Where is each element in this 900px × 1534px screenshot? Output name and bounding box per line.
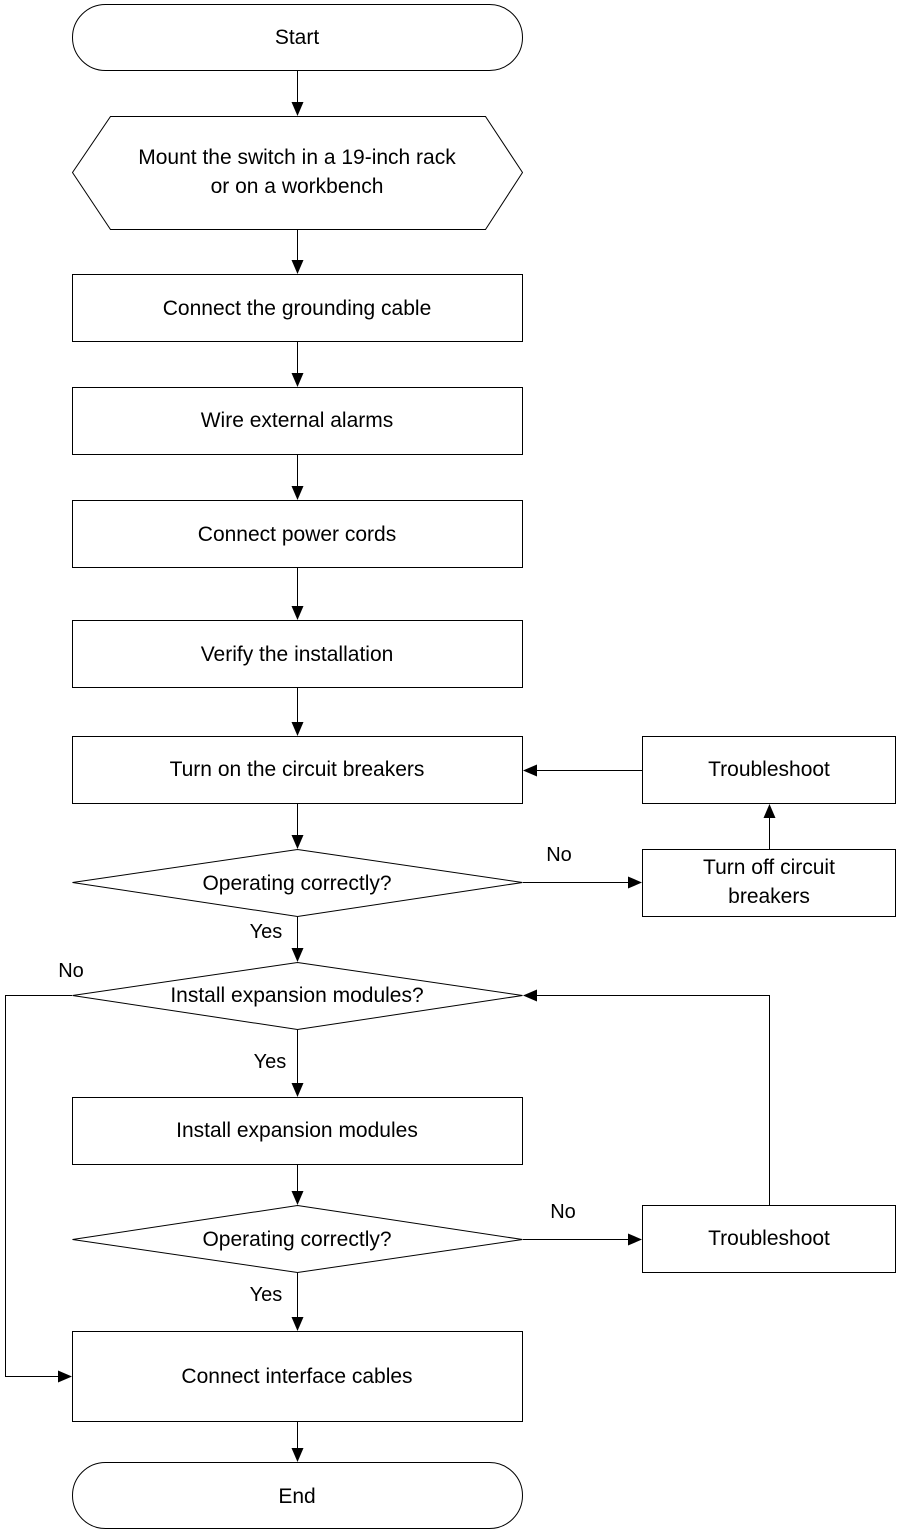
interface-cables-label: Connect interface cables — [181, 1365, 412, 1388]
start-node: Start — [72, 4, 523, 71]
install-q-yes-label: Yes — [254, 1051, 287, 1073]
connector-check2-yes-to-interfaces — [291, 1273, 304, 1331]
connector-troubleshoot1-to-turn-on — [523, 764, 642, 777]
arrowhead-down — [291, 102, 304, 116]
connector-install-q-yes-to-install — [291, 1030, 304, 1097]
arrowhead-down — [291, 606, 304, 620]
wire-alarms-node: Wire external alarms — [72, 387, 523, 455]
install-modules-label: Install expansion modules — [176, 1119, 418, 1142]
end-node: End — [72, 1462, 523, 1529]
troubleshoot-label-2: Troubleshoot — [708, 1227, 830, 1250]
arrowhead-down — [291, 260, 304, 274]
check1-no-label: No — [546, 844, 572, 866]
connector-ground-to-alarms — [291, 342, 304, 387]
wire-alarms-label: Wire external alarms — [201, 409, 394, 432]
turn-off-breakers-label-line2: breakers — [728, 885, 810, 908]
arrowhead-down — [291, 1083, 304, 1097]
operating-check-1-label: Operating correctly? — [202, 872, 391, 895]
arrowhead-down — [291, 373, 304, 387]
turn-on-breakers-label: Turn on the circuit breakers — [170, 758, 425, 781]
connector-turn-off-to-troubleshoot1 — [763, 804, 776, 849]
arrowhead-down — [291, 948, 304, 962]
install-q-no-label: No — [58, 960, 84, 982]
troubleshoot-label-1: Troubleshoot — [708, 758, 830, 781]
verify-label: Verify the installation — [201, 643, 394, 666]
arrowhead-left — [523, 764, 537, 777]
connector-check1-yes-to-install-q — [291, 917, 304, 962]
connector-start-to-mount — [291, 71, 304, 116]
operating-check-2-node: Operating correctly? — [72, 1204, 523, 1274]
verify-node: Verify the installation — [72, 620, 523, 688]
troubleshoot-node-1: Troubleshoot — [642, 736, 896, 804]
check1-yes-label: Yes — [250, 921, 283, 943]
turn-off-breakers-label-line1: Turn off circuit — [703, 856, 835, 879]
arrowhead-down — [291, 1191, 304, 1205]
operating-check-2-label: Operating correctly? — [202, 1228, 391, 1251]
arrowhead-down — [291, 1448, 304, 1462]
connector-mount-to-ground — [291, 230, 304, 274]
install-modules-question-label: Install expansion modules? — [170, 984, 423, 1007]
mount-switch-label-line1: Mount the switch in a 19-inch rack — [138, 146, 456, 169]
ground-cable-node: Connect the grounding cable — [72, 274, 523, 342]
connector-install-q-no-to-interfaces — [5, 995, 72, 1383]
connector-turn-on-to-check1 — [291, 804, 304, 849]
ground-cable-label: Connect the grounding cable — [163, 297, 432, 320]
connector-interfaces-to-end — [291, 1422, 304, 1462]
operating-check-1-node: Operating correctly? — [72, 848, 523, 918]
power-cords-node: Connect power cords — [72, 500, 523, 568]
connector-power-to-verify — [291, 568, 304, 620]
mount-switch-node: Mount the switch in a 19-inch rack or on… — [71, 116, 524, 230]
connector-check1-no-to-turn-off — [523, 876, 642, 889]
arrowhead-down — [291, 486, 304, 500]
interface-cables-node: Connect interface cables — [72, 1331, 523, 1422]
connector-check2-no-to-troubleshoot2 — [523, 1233, 642, 1246]
check2-no-label: No — [550, 1201, 576, 1223]
turn-off-breakers-node: Turn off circuit breakers — [642, 849, 896, 917]
connector-install-to-check2 — [291, 1165, 304, 1205]
install-modules-question-node: Install expansion modules? — [72, 961, 523, 1031]
mount-switch-label-line2: or on a workbench — [211, 175, 384, 198]
troubleshoot-node-2: Troubleshoot — [642, 1205, 896, 1273]
check2-yes-label: Yes — [250, 1284, 283, 1306]
power-cords-label: Connect power cords — [198, 523, 396, 546]
arrowhead-down — [291, 835, 304, 849]
turn-on-breakers-node: Turn on the circuit breakers — [72, 736, 523, 804]
arrowhead-right — [628, 876, 642, 889]
connector-alarms-to-power — [291, 455, 304, 500]
end-label: End — [278, 1485, 315, 1508]
start-label: Start — [275, 26, 320, 49]
arrowhead-down — [291, 1317, 304, 1331]
arrowhead-left — [523, 989, 537, 1002]
connector-verify-to-turn-on — [291, 688, 304, 736]
connector-troubleshoot2-to-install-q — [523, 989, 770, 1205]
arrowhead-down — [291, 722, 304, 736]
arrowhead-right — [58, 1370, 72, 1383]
arrowhead-up — [763, 804, 776, 818]
arrowhead-right — [628, 1233, 642, 1246]
install-modules-node: Install expansion modules — [72, 1097, 523, 1165]
